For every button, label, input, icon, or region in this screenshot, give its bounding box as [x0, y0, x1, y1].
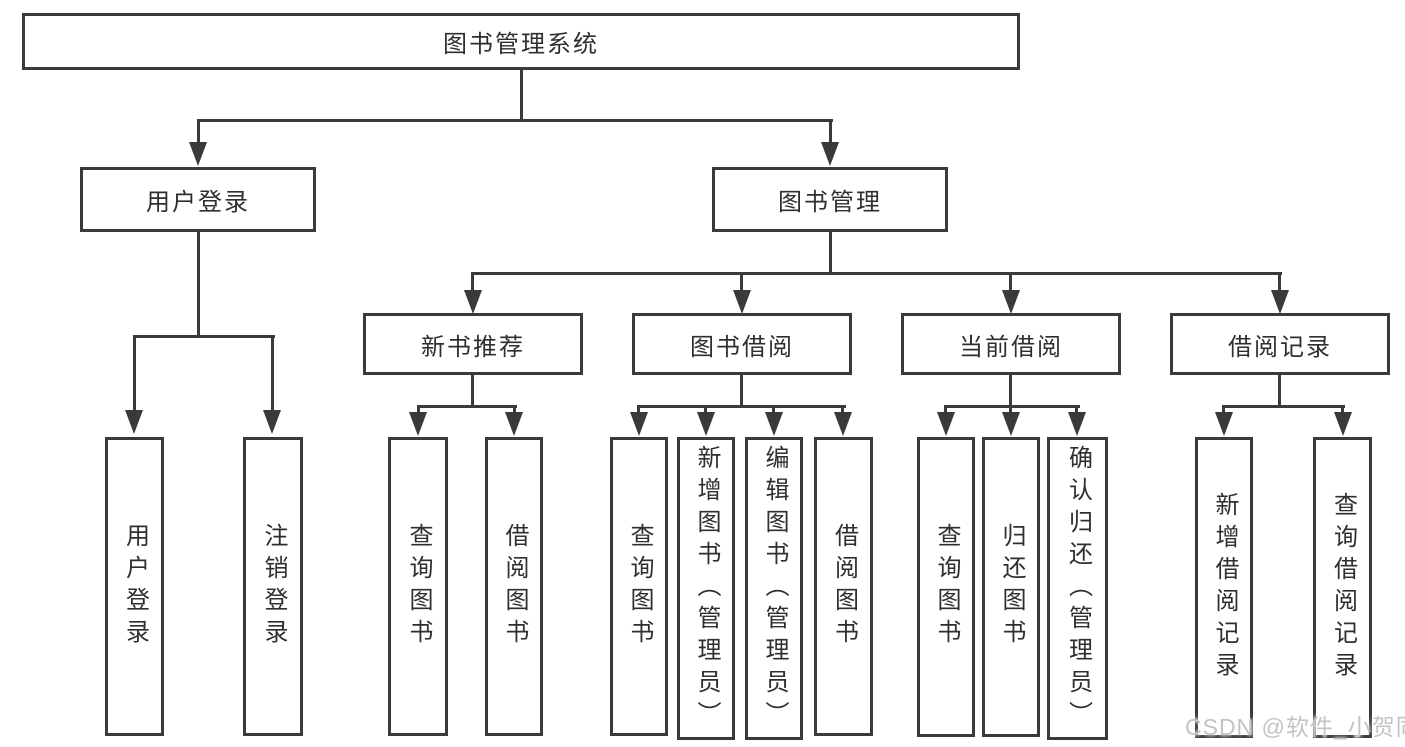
leaf-logout-login-label: 注销登录: [260, 522, 287, 651]
connector-rail: [1223, 405, 1345, 408]
leaf-add-borrow-record: 新增借阅记录: [1195, 437, 1253, 738]
watermark: CSDN @软件_小贺同学: [1185, 714, 1405, 740]
leaf-query-book-2: 查询图书: [610, 437, 668, 736]
node-root: 图书管理系统: [22, 13, 1020, 70]
arrowhead-down: [1215, 412, 1233, 436]
node-book-mgmt: 图书管理: [712, 167, 948, 232]
leaf-edit-book-admin-label: 编辑图书（管理员）: [761, 444, 788, 733]
connector-drop: [740, 272, 743, 291]
leaf-query-book-1: 查询图书: [388, 437, 448, 736]
connector-rail: [638, 405, 846, 408]
connector-drop: [471, 272, 474, 291]
leaf-query-borrow-record: 查询借阅记录: [1313, 437, 1372, 738]
connector-drop: [841, 405, 844, 414]
connector-rail: [417, 405, 517, 408]
arrowhead-down: [409, 412, 427, 436]
arrowhead-down: [733, 290, 751, 314]
connector-stem: [740, 375, 743, 408]
connector-drop: [1341, 405, 1344, 414]
connector-drop: [1222, 405, 1225, 414]
leaf-borrow-book-2: 借阅图书: [814, 437, 873, 736]
leaf-query-borrow-record-label: 查询借阅记录: [1329, 491, 1357, 684]
node-root-label: 图书管理系统: [443, 31, 599, 58]
arrowhead-down: [1068, 412, 1086, 436]
node-borrow-records: 借阅记录: [1170, 313, 1390, 375]
arrowhead-down: [1002, 290, 1020, 314]
connector-drop: [829, 119, 832, 147]
connector-rail: [945, 405, 1080, 408]
connector-drop: [704, 405, 707, 414]
node-user-login-label: 用户登录: [146, 189, 250, 216]
arrowhead-down: [937, 412, 955, 436]
node-current-borrow-label: 当前借阅: [959, 333, 1063, 361]
arrowhead-down: [630, 412, 648, 436]
leaf-borrow-book-1-label: 借阅图书: [501, 522, 528, 651]
leaf-user-login-label: 用户登录: [121, 522, 149, 651]
leaf-add-borrow-record-label: 新增借阅记录: [1211, 491, 1238, 684]
connector-drop: [1075, 405, 1078, 414]
arrowhead-down: [697, 412, 715, 436]
node-borrow-records-label: 借阅记录: [1228, 333, 1332, 361]
connector-drop: [133, 335, 136, 411]
connector-stem: [1278, 375, 1281, 408]
connector-drop: [1009, 272, 1012, 291]
node-user-login: 用户登录: [80, 167, 316, 232]
connector-mgmt-rail: [472, 272, 1282, 275]
leaf-confirm-return-admin: 确认归还（管理员）: [1047, 437, 1108, 740]
connector-login-rail: [133, 335, 275, 338]
node-book-borrow-label: 图书借阅: [690, 333, 794, 361]
leaf-borrow-book-2-label: 借阅图书: [830, 522, 858, 651]
node-current-borrow: 当前借阅: [901, 313, 1121, 375]
connector-drop: [1278, 272, 1281, 291]
connector-drop: [271, 335, 274, 411]
connector-drop: [513, 405, 516, 414]
connector-mgmt-stem: [829, 232, 832, 275]
arrowhead-down: [1002, 412, 1020, 436]
leaf-edit-book-admin: 编辑图书（管理员）: [745, 437, 803, 740]
node-new-book-recommend: 新书推荐: [363, 313, 583, 375]
arrowhead-down: [189, 142, 207, 166]
connector-drop: [417, 405, 420, 414]
connector-root-stem: [520, 70, 523, 119]
connector-root-rail: [197, 119, 833, 122]
leaf-borrow-book-1: 借阅图书: [485, 437, 543, 736]
arrowhead-down: [834, 412, 852, 436]
connector-stem: [471, 375, 474, 408]
arrowhead-down: [821, 142, 839, 166]
arrowhead-down: [464, 290, 482, 314]
arrowhead-down: [765, 412, 783, 436]
connector-drop: [1009, 405, 1012, 414]
node-book-borrow: 图书借阅: [632, 313, 852, 375]
leaf-return-book: 归还图书: [982, 437, 1040, 737]
leaf-user-login: 用户登录: [105, 437, 164, 736]
leaf-add-book-admin-label: 新增图书（管理员）: [693, 444, 720, 733]
arrowhead-down: [1334, 412, 1352, 436]
arrowhead-down: [505, 412, 523, 436]
arrowhead-down: [263, 410, 281, 434]
connector-stem: [1009, 375, 1012, 408]
arrowhead-down: [125, 410, 143, 434]
node-book-mgmt-label: 图书管理: [778, 189, 882, 216]
connector-drop: [637, 405, 640, 414]
leaf-query-book-3: 查询图书: [917, 437, 975, 737]
leaf-query-book-1-label: 查询图书: [405, 522, 432, 651]
node-new-book-recommend-label: 新书推荐: [421, 333, 525, 361]
leaf-query-book-2-label: 查询图书: [626, 522, 653, 651]
connector-drop: [944, 405, 947, 414]
leaf-logout-login: 注销登录: [243, 437, 303, 736]
arrowhead-down: [1271, 290, 1289, 314]
connector-drop: [197, 119, 200, 147]
leaf-query-book-3-label: 查询图书: [933, 523, 960, 651]
connector-drop: [772, 405, 775, 414]
leaf-confirm-return-admin-label: 确认归还（管理员）: [1064, 444, 1092, 733]
leaf-add-book-admin: 新增图书（管理员）: [677, 437, 735, 740]
connector-login-stem: [197, 232, 200, 338]
leaf-return-book-label: 归还图书: [998, 523, 1025, 651]
